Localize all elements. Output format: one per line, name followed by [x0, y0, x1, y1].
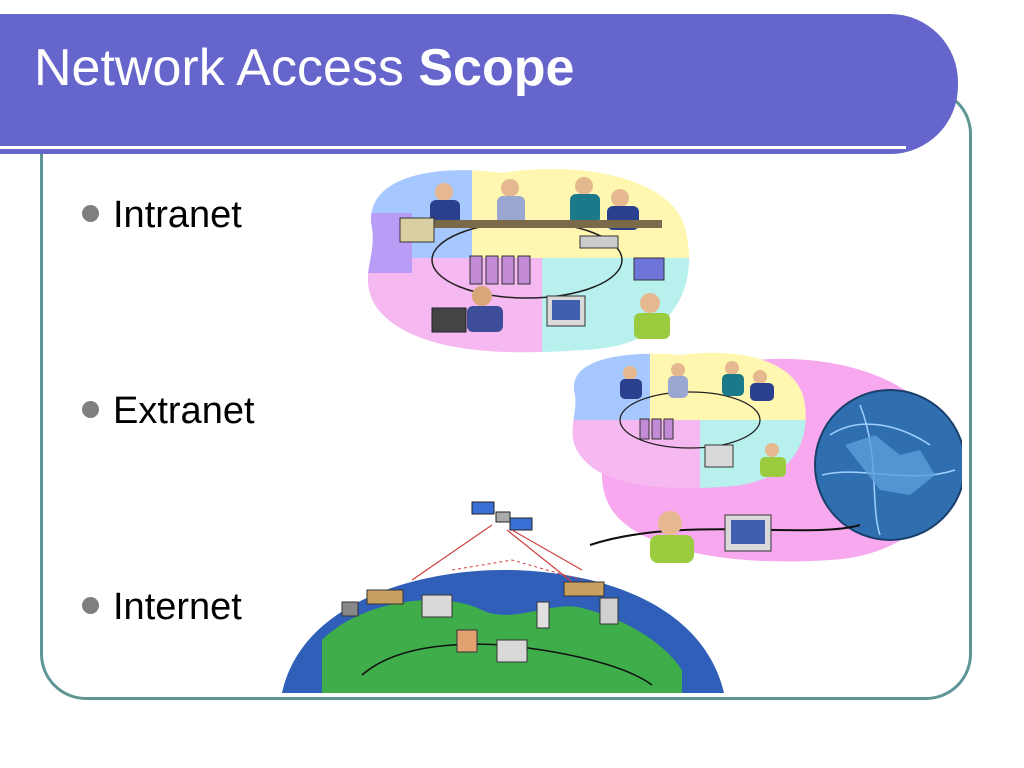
- bullet-label: Internet: [113, 586, 242, 628]
- bullet-label: Intranet: [113, 194, 242, 236]
- bullet-label: Extranet: [113, 390, 255, 432]
- bullet-dot-icon: [82, 597, 99, 615]
- title-rule: [0, 146, 906, 149]
- intranet-network-illustration: [367, 169, 690, 353]
- extranet-network-illustration: [572, 352, 962, 563]
- bullet-dot-icon: [82, 401, 99, 419]
- internet-globe-illustration: [282, 501, 724, 693]
- bullet-dot-icon: [82, 205, 99, 223]
- bullet-extranet: Extranet: [82, 392, 255, 430]
- slide-title: Network Access Scope: [34, 42, 574, 94]
- slide-title-regular: Network Access: [34, 39, 404, 97]
- title-band: [0, 14, 958, 154]
- satellite-icon: [471, 501, 533, 531]
- bullet-internet: Internet: [82, 588, 242, 626]
- slide-title-bold: Scope: [418, 39, 575, 97]
- bullet-intranet: Intranet: [82, 196, 242, 234]
